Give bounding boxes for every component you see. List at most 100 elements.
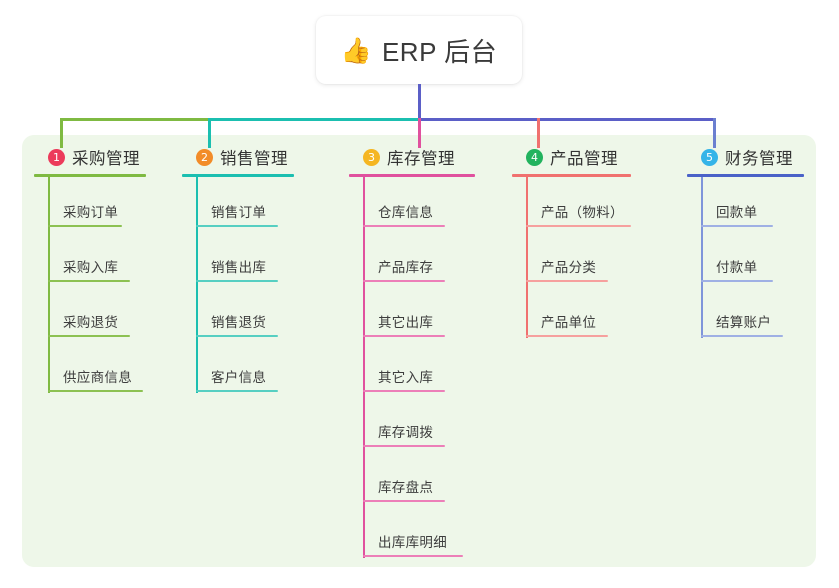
list-item[interactable]: 销售出库 — [182, 232, 332, 287]
leaf-underline — [363, 225, 445, 227]
leaf-label: 库存盘点 — [378, 480, 434, 495]
leaf-label: 销售出库 — [211, 260, 267, 275]
branch-header-purchasing[interactable]: 1 采购管理 — [34, 144, 184, 170]
leaf-label: 回款单 — [716, 205, 758, 220]
branch-drop-2 — [208, 118, 211, 148]
list-item[interactable]: 仓库信息 — [349, 177, 509, 232]
list-item[interactable]: 回款单 — [687, 177, 837, 232]
list-item[interactable]: 采购订单 — [34, 177, 184, 232]
root-connector-vertical — [418, 84, 421, 120]
leaf-label: 客户信息 — [211, 370, 267, 385]
branch-drop-1 — [60, 118, 63, 148]
leaf-underline — [526, 225, 631, 227]
branch-spine-inventory — [363, 177, 365, 558]
branch-title-sales: 销售管理 — [220, 150, 288, 168]
leaf-label: 销售退货 — [211, 315, 267, 330]
branch-header-inventory[interactable]: 3 库存管理 — [349, 144, 509, 170]
list-item[interactable]: 销售订单 — [182, 177, 332, 232]
list-item[interactable]: 销售退货 — [182, 287, 332, 342]
leaf-underline — [363, 390, 445, 392]
leaf-underline — [48, 225, 122, 227]
leaf-label: 采购入库 — [63, 260, 119, 275]
leaf-underline — [701, 335, 783, 337]
leaf-label: 产品（物料） — [541, 205, 624, 220]
branch-column-sales[interactable]: 2 销售管理 销售订单 销售出库 销售退货 客户信息 — [182, 144, 332, 397]
list-item[interactable]: 产品库存 — [349, 232, 509, 287]
branch-column-purchasing[interactable]: 1 采购管理 采购订单 采购入库 采购退货 供应商信息 — [34, 144, 184, 397]
list-item[interactable]: 其它出库 — [349, 287, 509, 342]
branch-column-product[interactable]: 4 产品管理 产品（物料） 产品分类 产品单位 — [512, 144, 672, 342]
branch-spine-product — [526, 177, 528, 338]
leaf-underline — [701, 225, 773, 227]
leaf-underline — [526, 335, 608, 337]
list-item[interactable]: 其它入库 — [349, 342, 509, 397]
list-item[interactable]: 供应商信息 — [34, 342, 184, 397]
branch-rule-finance — [687, 174, 804, 177]
branch-items-product: 产品（物料） 产品分类 产品单位 — [512, 177, 672, 342]
branch-rule-product — [512, 174, 631, 177]
leaf-label: 产品库存 — [378, 260, 434, 275]
branch-title-product: 产品管理 — [550, 150, 618, 168]
branch-rule-purchasing — [34, 174, 146, 177]
list-item[interactable]: 产品分类 — [512, 232, 672, 287]
branch-badge-2: 2 — [196, 148, 213, 166]
branch-rule-inventory — [349, 174, 475, 177]
bus-segment-3-4-5 — [418, 118, 716, 121]
branch-items-sales: 销售订单 销售出库 销售退货 客户信息 — [182, 177, 332, 397]
list-item[interactable]: 采购退货 — [34, 287, 184, 342]
branch-spine-purchasing — [48, 177, 50, 393]
branch-drop-4 — [537, 118, 540, 148]
branch-drop-3 — [418, 118, 421, 148]
bus-segment-1 — [60, 118, 210, 121]
leaf-underline — [363, 335, 445, 337]
list-item[interactable]: 产品单位 — [512, 287, 672, 342]
list-item[interactable]: 付款单 — [687, 232, 837, 287]
root-node-card[interactable]: 👍 ERP 后台 — [316, 16, 522, 84]
branch-header-finance[interactable]: 5 财务管理 — [687, 144, 837, 170]
leaf-label: 其它入库 — [378, 370, 434, 385]
branch-rule-sales — [182, 174, 294, 177]
list-item[interactable]: 结算账户 — [687, 287, 837, 342]
branch-items-purchasing: 采购订单 采购入库 采购退货 供应商信息 — [34, 177, 184, 397]
list-item[interactable]: 产品（物料） — [512, 177, 672, 232]
leaf-underline — [701, 280, 773, 282]
leaf-underline — [363, 280, 445, 282]
leaf-label: 供应商信息 — [63, 370, 132, 385]
list-item[interactable]: 出库库明细 — [349, 507, 509, 562]
list-item[interactable]: 库存盘点 — [349, 452, 509, 507]
branch-badge-4: 4 — [526, 148, 543, 166]
branch-badge-5: 5 — [701, 148, 718, 166]
branch-header-sales[interactable]: 2 销售管理 — [182, 144, 332, 170]
leaf-label: 仓库信息 — [378, 205, 434, 220]
leaf-underline — [196, 225, 278, 227]
leaf-underline — [363, 445, 445, 447]
leaf-label: 库存调拨 — [378, 425, 434, 440]
branch-column-finance[interactable]: 5 财务管理 回款单 付款单 结算账户 — [687, 144, 837, 342]
branch-spine-finance — [701, 177, 703, 338]
list-item[interactable]: 库存调拨 — [349, 397, 509, 452]
branch-title-finance: 财务管理 — [725, 150, 793, 168]
branches-background-panel — [22, 135, 816, 567]
leaf-label: 出库库明细 — [378, 535, 447, 550]
branch-items-finance: 回款单 付款单 结算账户 — [687, 177, 837, 342]
list-item[interactable]: 客户信息 — [182, 342, 332, 397]
leaf-label: 付款单 — [716, 260, 758, 275]
branch-header-product[interactable]: 4 产品管理 — [512, 144, 672, 170]
leaf-label: 结算账户 — [716, 315, 772, 330]
leaf-underline — [48, 280, 130, 282]
branch-badge-3: 3 — [363, 148, 380, 166]
branch-items-inventory: 仓库信息 产品库存 其它出库 其它入库 库存调拨 库存盘点 — [349, 177, 509, 562]
thumbs-up-icon: 👍 — [340, 35, 372, 65]
root-node-title: ERP 后台 — [381, 36, 498, 67]
list-item[interactable]: 采购入库 — [34, 232, 184, 287]
branch-column-inventory[interactable]: 3 库存管理 仓库信息 产品库存 其它出库 其它入库 库存调拨 — [349, 144, 509, 562]
leaf-label: 采购订单 — [63, 205, 119, 220]
branch-title-purchasing: 采购管理 — [72, 150, 140, 168]
leaf-label: 其它出库 — [378, 315, 434, 330]
leaf-underline — [196, 280, 278, 282]
bus-segment-2 — [208, 118, 421, 121]
leaf-underline — [196, 335, 278, 337]
leaf-underline — [48, 390, 143, 392]
leaf-label: 产品分类 — [541, 260, 597, 275]
leaf-underline — [363, 500, 445, 502]
